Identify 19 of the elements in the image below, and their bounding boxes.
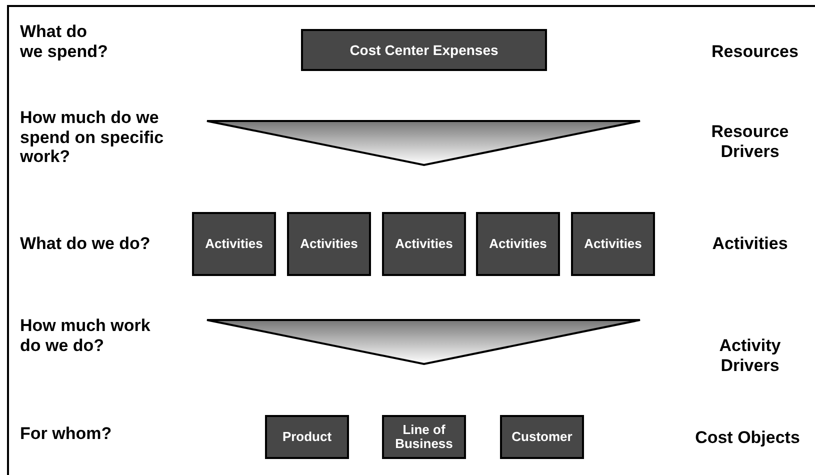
process-box: Activities [571,212,655,276]
level-label: Activity Drivers [718,336,782,376]
process-box: Activities [382,212,466,276]
process-box: Activities [476,212,560,276]
level-label: Cost Objects [694,428,801,448]
level-label: Resources [710,42,800,62]
question-text: How much do we spend on specific work? [20,108,165,167]
question-text: What do we do? [20,234,152,254]
process-box: Customer [500,415,584,459]
process-box: Product [265,415,349,459]
process-box: Activities [287,212,371,276]
question-text: What do we spend? [20,22,109,62]
level-label: Resource Drivers [710,122,790,162]
question-text: For whom? [20,424,113,444]
process-box: Activities [192,212,276,276]
process-box: Line of Business [382,415,466,459]
question-text: How much work do we do? [20,316,152,356]
process-box: Cost Center Expenses [301,29,547,71]
level-label: Activities [711,234,789,254]
